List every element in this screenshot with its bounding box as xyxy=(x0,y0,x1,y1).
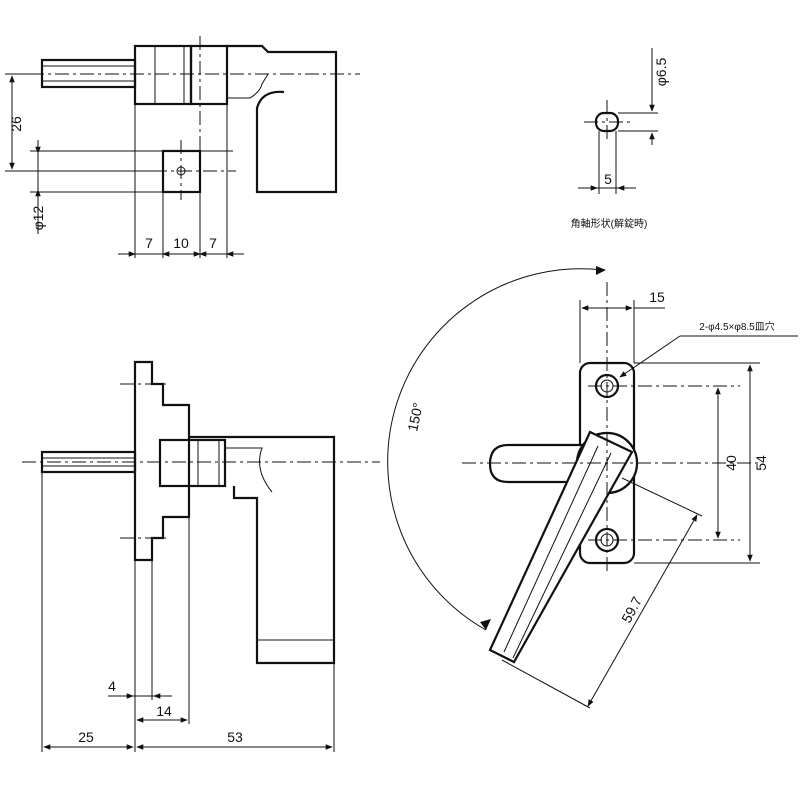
dim-15: 15 xyxy=(649,289,665,305)
front-view-plate xyxy=(133,360,191,562)
dim-phi-6-5: φ6.5 xyxy=(653,58,669,87)
hole-callout: 2-φ4.5×φ8.5皿穴 xyxy=(699,320,775,333)
dim-10: 10 xyxy=(173,235,189,251)
swing-arc xyxy=(387,268,603,631)
top-view: 26 φ12 7 10 7 xyxy=(5,36,360,258)
dim-5: 5 xyxy=(604,171,612,187)
lever-locked xyxy=(488,443,585,484)
dim-150-deg: 150° xyxy=(404,401,426,433)
front-view-handle xyxy=(189,435,336,665)
dim-59-7: 59.7 xyxy=(618,594,645,626)
dim-26: 26 xyxy=(8,116,24,132)
dim-25: 25 xyxy=(78,729,94,745)
shaft-detail-caption: 角軸形状(解錠時) xyxy=(571,217,648,230)
top-view-hub xyxy=(133,44,193,106)
dim-53: 53 xyxy=(227,729,243,745)
dim-54: 54 xyxy=(753,455,769,471)
dim-phi-12: φ12 xyxy=(30,205,46,230)
front-view-hub xyxy=(158,438,227,488)
dim-14: 14 xyxy=(156,703,172,719)
dim-40: 40 xyxy=(723,455,739,471)
side-view: 150° 15 2-φ4.5×φ8.5皿穴 40 xyxy=(387,266,798,709)
dim-4: 4 xyxy=(108,678,116,694)
shaft-detail: φ6.5 5 角軸形状(解錠時) xyxy=(571,48,669,230)
top-view-bracket xyxy=(189,44,229,106)
dim-7-right: 7 xyxy=(209,235,217,251)
dim-7-left: 7 xyxy=(145,235,153,251)
top-view-handle xyxy=(227,44,338,194)
front-view: 4 14 25 53 xyxy=(22,360,380,752)
